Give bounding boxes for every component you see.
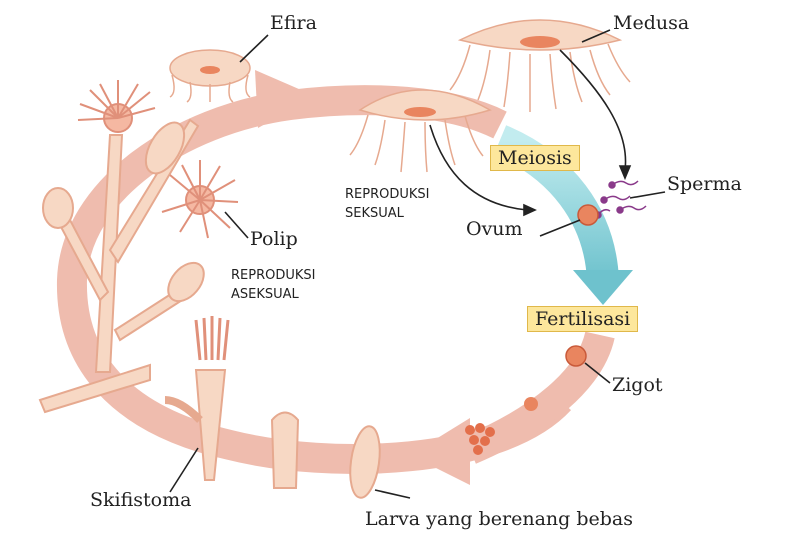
cycle-arrowhead-bottom: [410, 418, 470, 485]
polyp-top: [77, 80, 156, 133]
embryo-morula: [465, 423, 495, 455]
label-zigot: Zigot: [612, 374, 663, 396]
caption-asexual-line2: ASEKSUAL: [231, 287, 299, 302]
embryo-2cell: [524, 397, 538, 411]
polyp-labeled: [161, 160, 239, 239]
label-polip: Polip: [250, 228, 298, 250]
scyphistoma-early: [270, 411, 300, 489]
sperm-cells: [594, 180, 647, 219]
caption-sexual-reproduction: REPRODUKSI SEKSUAL: [345, 185, 430, 223]
cycle-arrowhead-top: [255, 70, 315, 128]
pointer-lines: [169, 29, 666, 499]
zygote-cell: [565, 345, 587, 367]
medusa-middle-organism: [349, 89, 492, 173]
label-meiosis: Meiosis: [490, 145, 580, 171]
caption-asexual-reproduction: REPRODUKSI ASEKSUAL: [231, 266, 316, 304]
label-sperma: Sperma: [667, 173, 742, 195]
label-ovum: Ovum: [466, 218, 523, 240]
caption-sexual-line2: SEKSUAL: [345, 206, 404, 221]
label-skifistoma: Skifistoma: [90, 489, 192, 511]
ovum-cell: [577, 204, 599, 226]
meiosis-arrowhead: [573, 270, 633, 305]
label-efira: Efira: [270, 12, 317, 34]
efira-organism: [169, 49, 251, 103]
caption-sexual-line1: REPRODUKSI: [345, 187, 430, 202]
label-medusa: Medusa: [613, 12, 690, 34]
label-fertilisasi: Fertilisasi: [527, 306, 639, 332]
scyphistoma-organism: [164, 316, 230, 481]
label-larva: Larva yang berenang bebas: [365, 508, 634, 530]
polyp-colony: [38, 118, 205, 414]
larva-organism: [349, 425, 381, 499]
caption-asexual-line1: REPRODUKSI: [231, 268, 316, 283]
medusa-organism: [449, 19, 631, 112]
